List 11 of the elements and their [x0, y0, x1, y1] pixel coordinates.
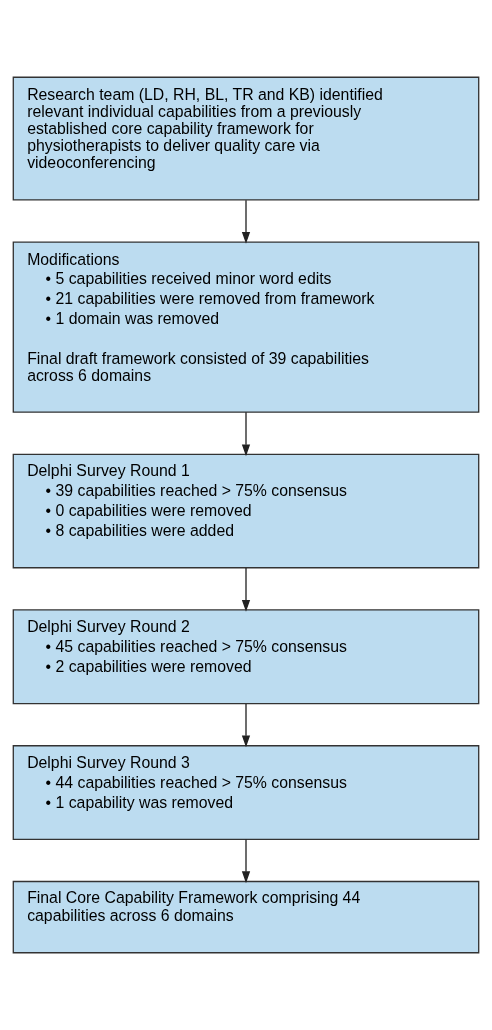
node-box: Delphi Survey Round 2 • 45 capabilities reached > 75% consensus • 2 capabilities were removed: [12, 609, 480, 705]
node-box: Delphi Survey Round 1 • 39 capabilities reached > 75% consensus • 0 capabilities were removed • 8 capabilities were added: [12, 453, 480, 569]
node-box: Final Core Capability Framework comprising 44 capabilities across 6 domains: [12, 880, 480, 954]
arrow: [241, 703, 251, 748]
arrow: [241, 838, 251, 884]
arrow: [241, 411, 251, 457]
node-box: Delphi Survey Round 3 • 44 capabilities reached > 75% consensus • 1 capability was removed: [12, 745, 480, 840]
arrow: [241, 199, 251, 244]
node-box: Research team (LD, RH, BL, TR and KB) identified relevant individual capabilities from a previously established core capability framework for physiotherapists to deliver quality care via videoconferencing: [12, 76, 480, 201]
node-box: Modifications • 5 capabilities received minor word edits • 21 capabilities were removed from framework • 1 domain was removed Final draft framework consisted of 39 capabilities across 6 domains: [12, 241, 480, 413]
arrow: [241, 567, 251, 612]
